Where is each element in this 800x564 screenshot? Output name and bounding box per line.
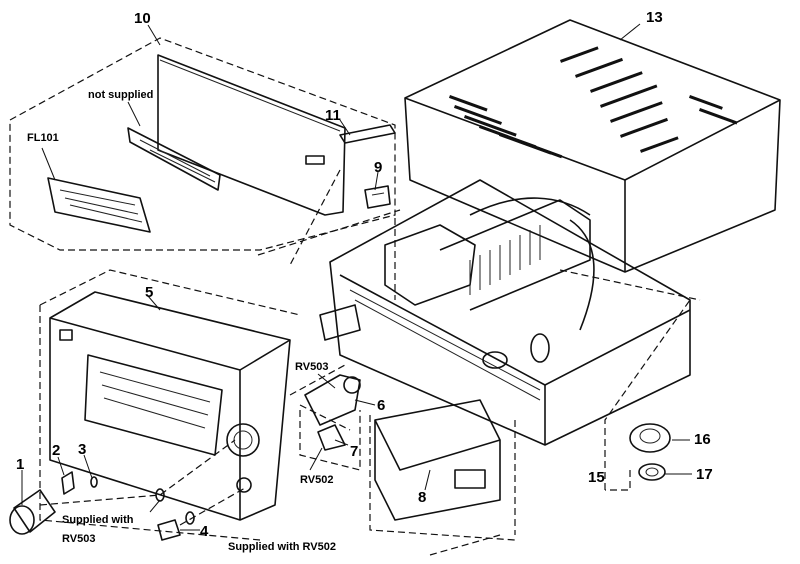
heatsink-fins: [469, 225, 541, 295]
sub-panel-8: [374, 399, 501, 521]
callout-9: 9: [374, 159, 383, 176]
label-fl101: FL101: [27, 132, 59, 144]
callout-15: 15: [588, 469, 605, 486]
fl101-display-tube: [47, 177, 151, 233]
knob-guide-line: [39, 439, 236, 506]
callout-7: 7: [350, 443, 359, 460]
connector-9: [364, 185, 391, 209]
rv503-potentiometer: [304, 374, 361, 426]
callout-13: 13: [646, 9, 663, 26]
callout-3: 3: [78, 441, 87, 458]
top-cover-13: [404, 19, 781, 273]
foot-pad-17: [638, 463, 666, 481]
chassis: [319, 179, 691, 446]
callout-16: 16: [694, 431, 711, 448]
foot-guide-line: [605, 470, 631, 491]
rv502-potentiometer: [317, 424, 346, 451]
knob-4-guide-line: [179, 487, 246, 526]
label-rv502: RV502: [300, 474, 334, 486]
callout-5: 5: [145, 284, 154, 301]
cover-vent-holes: [448, 46, 738, 159]
front-panel-group-outline: [39, 269, 301, 316]
label-supplied-with: Supplied with: [62, 514, 134, 526]
callout-11: 11: [325, 107, 341, 124]
callout-8: 8: [418, 489, 427, 506]
washer-3: [90, 476, 98, 488]
label-rv503-top: RV503: [295, 361, 329, 373]
knob-4: [157, 511, 195, 541]
pot-group-outline: [299, 410, 361, 471]
spring-2: [61, 471, 75, 495]
shaft-washer: [155, 488, 165, 502]
label-rv503-bottom: RV503: [62, 533, 96, 545]
display-pcb-10: [127, 54, 346, 216]
callout-10: 10: [134, 10, 151, 27]
label-supplied-with-rv502: Supplied with RV502: [228, 541, 336, 553]
foot-16: [629, 423, 671, 453]
display-board-group-outline: [9, 37, 396, 251]
front-panel-5: [49, 291, 291, 521]
leader-lines: [21, 23, 692, 531]
label-not-supplied: not supplied: [88, 89, 154, 101]
assembly-guide-lines: [39, 169, 701, 556]
callout-6: 6: [377, 397, 386, 414]
knob-1: [9, 489, 56, 535]
callout-17: 17: [696, 466, 713, 483]
bracket-11: [339, 124, 396, 144]
callout-1: 1: [16, 456, 25, 473]
sub-panel-group-outline: [369, 415, 516, 541]
callout-4: 4: [200, 523, 209, 540]
callout-2: 2: [52, 442, 61, 459]
